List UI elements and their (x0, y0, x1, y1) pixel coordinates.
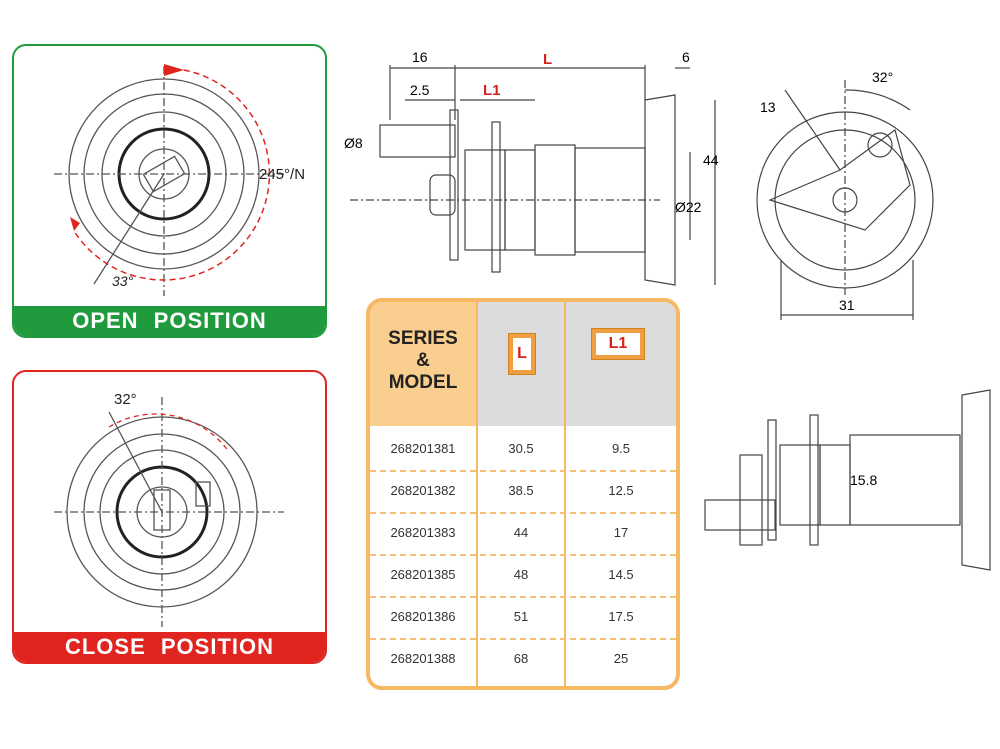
badge-L: L (509, 334, 535, 374)
header-L1: L1 (566, 302, 676, 426)
open-position-panel: 245°/N 33° OPEN POSITION (12, 44, 327, 338)
table-row: 268201385 48 14.5 (370, 554, 676, 598)
l-cell: 30.5 (508, 441, 534, 456)
side-view-drawing: 16 L 6 2.5 L1 Ø8 44 Ø22 (344, 49, 719, 286)
l1-cell: 17 (613, 525, 629, 540)
dim-15-8: 15.8 (850, 472, 877, 488)
dim-13: 13 (760, 99, 776, 115)
dim-diameter-8: Ø8 (344, 135, 363, 151)
side-view-2-drawing: 15.8 (704, 389, 991, 571)
column-divider (476, 302, 478, 686)
close-position-panel: 32° CLOSE POSITION (12, 370, 327, 664)
l1-cell: 12.5 (608, 483, 634, 498)
dim-31: 31 (839, 297, 855, 313)
dim-6: 6 (682, 49, 690, 65)
front-view-drawing: 32° 13 31 (756, 69, 934, 320)
table-row: 268201381 30.5 9.5 (370, 428, 676, 472)
header-L: L (478, 302, 564, 426)
dim-L1: L1 (483, 82, 501, 99)
table-row: 268201388 68 25 (370, 638, 676, 680)
l-cell: 51 (513, 609, 529, 624)
model-cell: 268201381 (390, 441, 456, 456)
dim-16: 16 (412, 49, 428, 65)
table-row: 268201382 38.5 12.5 (370, 470, 676, 514)
l-cell: 68 (513, 651, 529, 666)
l-cell: 38.5 (508, 483, 534, 498)
close-position-label: CLOSE POSITION (14, 632, 325, 662)
l-cell: 48 (513, 567, 529, 582)
dim-diameter-22: Ø22 (675, 199, 702, 215)
table-row: 268201383 44 17 (370, 512, 676, 556)
l-cell: 44 (513, 525, 529, 540)
header-series-model: SERIES&MODEL (370, 302, 476, 426)
model-cell: 268201386 (390, 609, 456, 624)
dim-2-5: 2.5 (410, 82, 430, 98)
dim-L: L (543, 51, 552, 68)
open-angle-label: 245°/N (259, 166, 305, 183)
model-cell: 268201388 (390, 651, 456, 666)
l1-cell: 25 (613, 651, 629, 666)
close-position-diagram: 32° (54, 391, 284, 627)
l1-cell: 9.5 (611, 441, 631, 456)
model-cell: 268201382 (390, 483, 456, 498)
model-cell: 268201385 (390, 567, 456, 582)
close-angle-label: 32° (114, 391, 137, 408)
dim-32-degrees: 32° (872, 69, 893, 85)
l1-cell: 14.5 (608, 567, 634, 582)
open-small-angle: 33° (112, 273, 134, 289)
l1-cell: 17.5 (608, 609, 634, 624)
model-table: SERIES&MODEL L L1 268201381 30.5 9.5 26820… (366, 298, 680, 690)
open-position-diagram: 245°/N 33° (54, 64, 305, 296)
dim-44: 44 (703, 152, 719, 168)
table-row: 268201386 51 17.5 (370, 596, 676, 640)
column-divider (564, 302, 566, 686)
badge-L1: L1 (592, 329, 644, 359)
open-position-label: OPEN POSITION (14, 306, 325, 336)
model-cell: 268201383 (390, 525, 456, 540)
